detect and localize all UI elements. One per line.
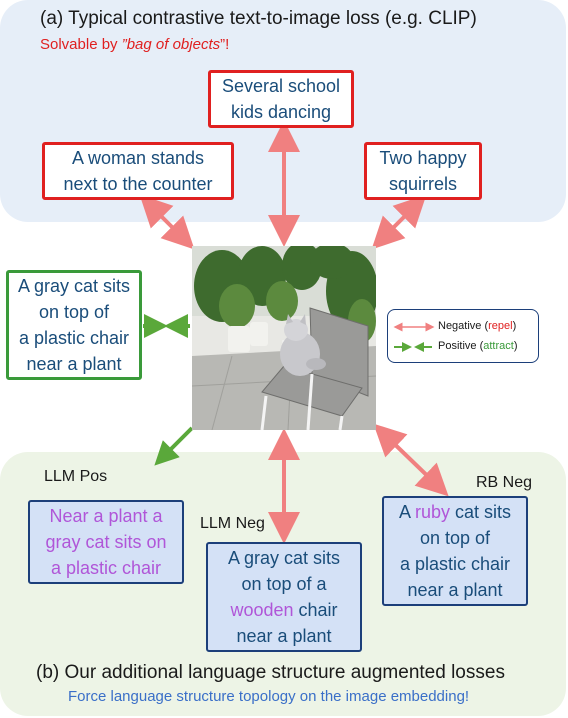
neg-caption-squirrels: Two happy squirrels — [364, 142, 482, 200]
panel-b-subtitle: Force language structure topology on the… — [68, 688, 470, 705]
pos-caption-line3: a plastic chair — [18, 328, 130, 348]
neg-arrow-rb-neg — [373, 423, 449, 497]
llm-pos-line1: Near a plant a — [49, 506, 163, 526]
llm-neg-line4: near a plant — [236, 626, 332, 646]
neg-arrow-woman — [139, 194, 195, 250]
neg-squirrels-line1: Two happy — [379, 148, 467, 168]
llm-pos-caption: Near a plant a gray cat sits on a plasti… — [28, 500, 184, 584]
neg-kids-line2: kids dancing — [230, 102, 332, 122]
llm-neg-line1: A gray cat sits — [227, 548, 341, 568]
llm-neg-caption: A gray cat sits on top of a wooden chair… — [206, 542, 362, 652]
neg-caption-woman: A woman stands next to the counter — [42, 142, 234, 200]
cat-photo — [192, 246, 376, 430]
pos-caption-line4: near a plant — [26, 354, 122, 374]
llm-neg-label: LLM Neg — [200, 515, 265, 532]
legend-swatches — [393, 322, 435, 352]
llm-pos-label: LLM Pos — [44, 468, 108, 485]
neg-caption-kids: Several school kids dancing — [208, 70, 354, 128]
positive-caption: A gray cat sits on top of a plastic chai… — [6, 270, 142, 380]
neg-squirrels-line2: squirrels — [388, 174, 458, 194]
legend: Negative (repel) Positive (attract) — [387, 309, 539, 363]
pos-arrow-llm-pos — [154, 426, 194, 466]
pos-caption-line2: on top of — [38, 302, 110, 322]
rb-neg-label: RB Neg — [476, 474, 533, 491]
llm-neg-line3: wooden chair — [230, 600, 338, 620]
panel-a-subtitle: Solvable by ”bag of objects”! — [40, 36, 230, 53]
panel-a-title: (a) Typical contrastive text-to-image lo… — [40, 8, 477, 29]
neg-woman-line2: next to the counter — [63, 174, 213, 194]
pos-caption-line1: A gray cat sits — [17, 276, 131, 296]
legend-negative: Negative (repel) — [438, 320, 517, 332]
rb-neg-line1: A ruby cat sits — [398, 502, 512, 522]
legend-positive: Positive (attract) — [438, 340, 518, 352]
neg-kids-line1: Several school — [221, 76, 341, 96]
llm-pos-line3: a plastic chair — [50, 558, 162, 578]
neg-woman-line1: A woman stands — [71, 148, 205, 168]
llm-pos-line2: gray cat sits on — [45, 532, 167, 552]
rb-neg-line2: on top of — [419, 528, 491, 548]
llm-neg-line2: on top of a — [241, 574, 327, 594]
panel-b-title: (b) Our additional language structure au… — [36, 662, 505, 683]
rb-neg-caption: A ruby cat sits on top of a plastic chai… — [382, 496, 528, 606]
rb-neg-line3: a plastic chair — [399, 554, 511, 574]
neg-arrow-squirrels — [371, 194, 427, 250]
rb-neg-line4: near a plant — [407, 580, 503, 600]
